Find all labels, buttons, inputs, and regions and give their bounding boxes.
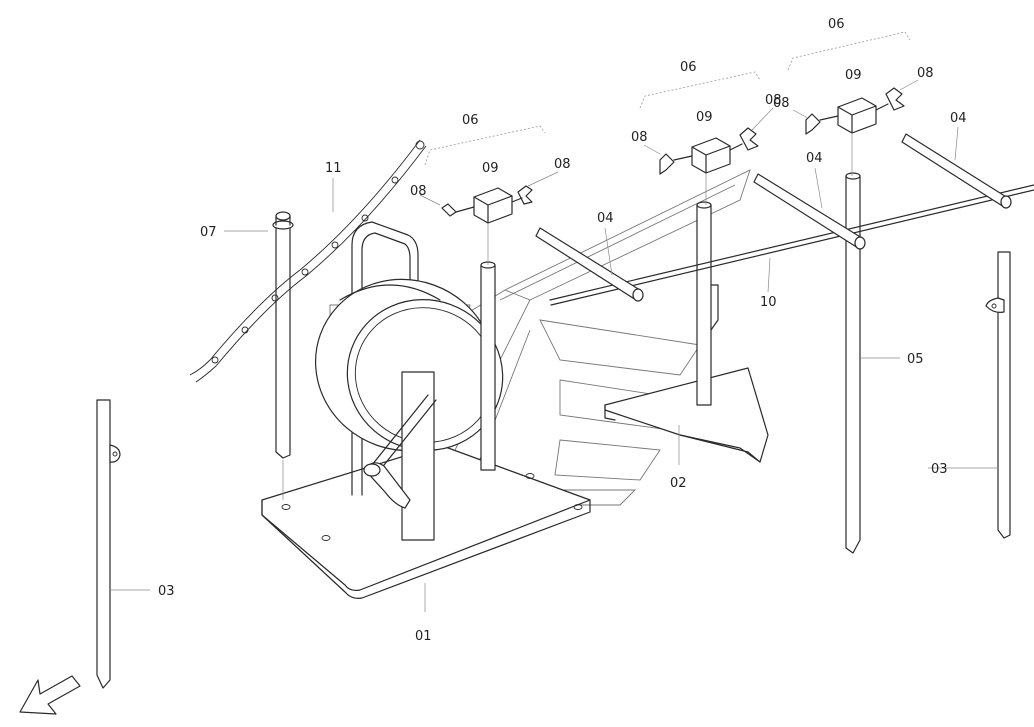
crank-handle: [363, 371, 437, 541]
label-08-c: 08: [631, 130, 648, 145]
bar-04-left: [535, 227, 644, 302]
label-08-d: 08: [765, 93, 782, 108]
label-08-a: 08: [410, 184, 427, 199]
bar-04-middle: [753, 173, 866, 250]
label-04-right: 04: [950, 111, 967, 126]
label-05: 05: [907, 352, 924, 367]
direction-arrow-icon: [19, 675, 81, 715]
label-09-right: 09: [845, 68, 862, 83]
label-08-f: 08: [917, 66, 934, 81]
assembly-brackets-06: [424, 31, 911, 166]
clamp-block-09-right: [805, 87, 905, 176]
label-03-left: 03: [158, 584, 175, 599]
label-07: 07: [200, 225, 217, 240]
chain-11: [189, 139, 427, 383]
label-02: 02: [670, 476, 687, 491]
label-09-middle: 09: [696, 110, 713, 125]
clamp-block-09-left: [441, 185, 533, 265]
label-03-right: 03: [931, 462, 948, 477]
leader-lines: [110, 79, 998, 612]
label-08-e: 08: [773, 96, 790, 111]
pin-07: [272, 211, 294, 500]
label-11: 11: [325, 161, 342, 176]
label-06-left: 06: [462, 113, 479, 128]
label-08-b: 08: [554, 157, 571, 172]
stake-03-right: [985, 251, 1011, 539]
clamp-block-09-middle: [659, 127, 759, 205]
stake-03-left: [96, 399, 121, 689]
label-10: 10: [760, 295, 777, 310]
label-06-middle: 06: [680, 60, 697, 75]
label-06-right: 06: [828, 17, 845, 32]
label-09-left: 09: [482, 161, 499, 176]
long-post-05: [845, 172, 861, 554]
reel-frame: [351, 221, 419, 496]
label-04-left: 04: [597, 211, 614, 226]
base-post: [480, 261, 496, 471]
part-labels: 01 02 03 03 04 04 04 05 06 06 06 07 08 0…: [158, 17, 967, 644]
label-01: 01: [415, 629, 432, 644]
bar-04-right: [901, 133, 1012, 209]
support-bracket-02: [604, 201, 769, 463]
label-04-middle: 04: [806, 151, 823, 166]
